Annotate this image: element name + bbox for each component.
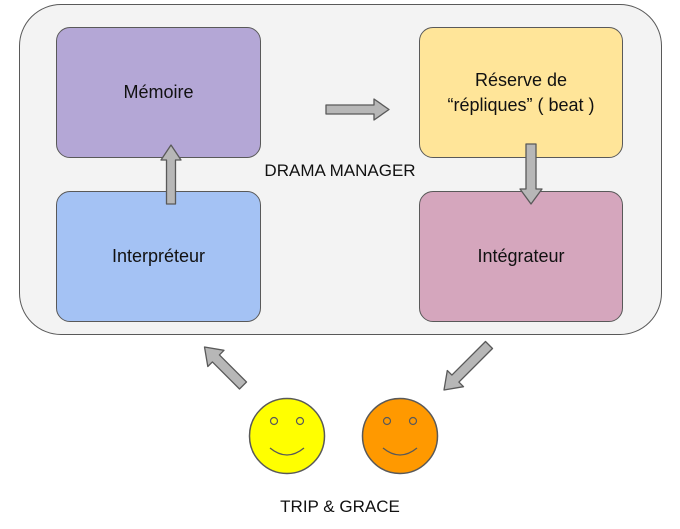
reserve-label: Réserve de “répliques” ( beat ) bbox=[447, 69, 595, 115]
arrow-integrateur-to-faces bbox=[443, 340, 494, 391]
grace-face-icon bbox=[361, 397, 439, 475]
reserve-box: Réserve de “répliques” ( beat ) bbox=[419, 27, 623, 158]
interpreteur-label: Interpréteur bbox=[111, 246, 206, 266]
memoire-label: Mémoire bbox=[123, 82, 194, 102]
drama-manager-title: DRAMA MANAGER bbox=[264, 161, 416, 180]
trip-grace-label: TRIP & GRACE bbox=[280, 497, 400, 516]
interpreteur-box: Interpréteur bbox=[56, 191, 261, 322]
arrow-memoire-to-reserve bbox=[325, 98, 390, 121]
arrow-faces-to-interpreteur bbox=[203, 346, 248, 390]
integrateur-label: Intégrateur bbox=[477, 246, 565, 266]
integrateur-box: Intégrateur bbox=[419, 191, 623, 322]
trip-face-icon bbox=[248, 397, 326, 475]
arrow-reserve-to-integrateur bbox=[519, 143, 543, 205]
arrow-interpreteur-to-memoire bbox=[160, 144, 182, 205]
memoire-box: Mémoire bbox=[56, 27, 261, 158]
